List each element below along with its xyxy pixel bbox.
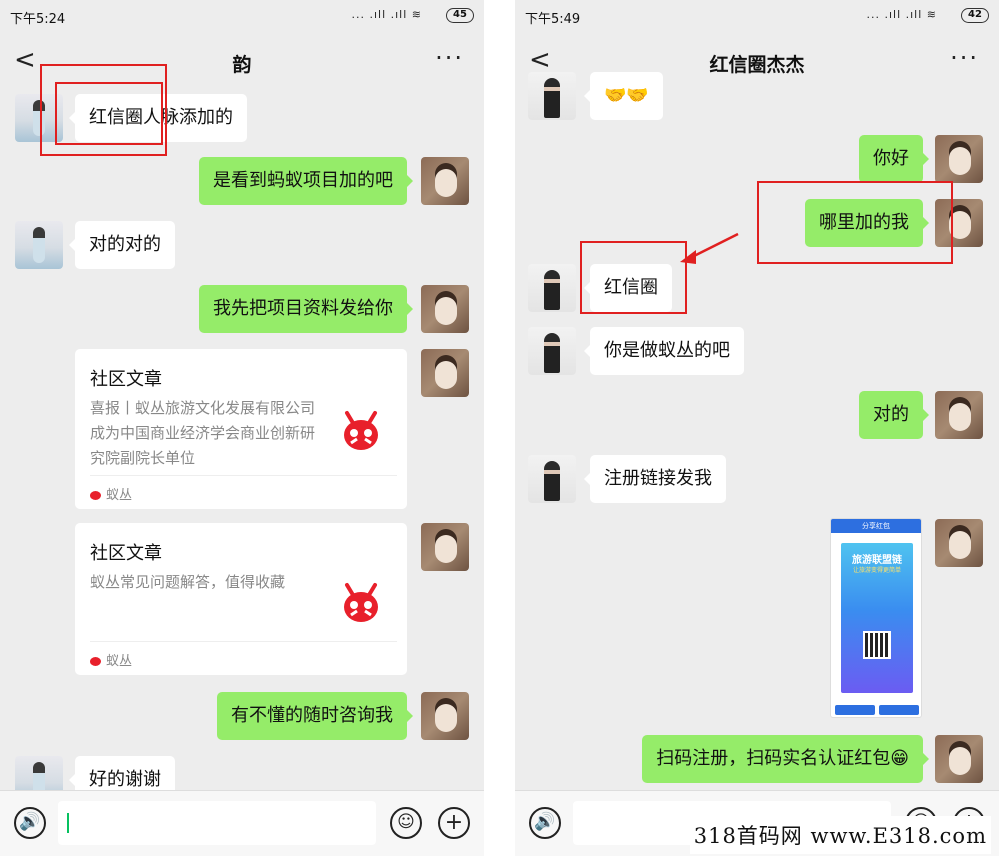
message-bubble-outgoing[interactable]: 我先把项目资料发给你: [199, 285, 413, 333]
source-name: 蚁丛: [106, 488, 133, 503]
my-avatar[interactable]: [935, 135, 983, 183]
message-bubble-outgoing[interactable]: 哪里加的我: [805, 199, 929, 247]
contact-avatar[interactable]: [528, 455, 576, 503]
highlight-box: [757, 181, 953, 264]
article-card-title: 社区文章: [90, 543, 162, 564]
article-card-description: 蚁丛常见问题解答，值得收藏: [90, 573, 286, 591]
back-arrow-icon[interactable]: <: [529, 45, 551, 75]
left-chat-screen: 下午5:24 ... .ıll .ıll ≋ 45 < 韵 ··· 红信圈人脉添…: [0, 0, 484, 856]
message-bubble-outgoing[interactable]: 有不懂的随时咨询我: [217, 692, 413, 740]
my-avatar[interactable]: [421, 692, 469, 740]
poster-button: [879, 705, 919, 715]
my-avatar[interactable]: [935, 519, 983, 567]
highlight-box: [55, 82, 163, 145]
ant-logo-icon: [344, 583, 378, 622]
site-watermark: 318首码网 www.E318.com: [689, 816, 991, 854]
poster-subtitle: 让旅游变得更简单: [852, 567, 901, 574]
red-arrow-icon: [680, 232, 739, 264]
chat-header: < 韵 ···: [0, 32, 484, 90]
poster-button: [835, 705, 875, 715]
back-arrow-icon[interactable]: <: [14, 45, 36, 75]
poster-title: 旅游联盟链: [852, 555, 902, 566]
source-logo-icon: [90, 491, 101, 500]
message-input[interactable]: [58, 801, 376, 845]
my-avatar[interactable]: [935, 735, 983, 783]
highlight-box: [580, 241, 687, 314]
article-card[interactable]: 社区文章 蚁丛常见问题解答，值得收藏 蚁丛: [75, 523, 407, 675]
my-avatar[interactable]: [421, 523, 469, 571]
message-bubble-incoming[interactable]: 红信圈: [584, 264, 672, 312]
my-avatar[interactable]: [935, 391, 983, 439]
status-bar: 下午5:24 ... .ıll .ıll ≋ 45: [0, 0, 484, 32]
card-divider: [90, 641, 397, 642]
ant-logo-icon: [344, 411, 378, 450]
message-bubble-incoming[interactable]: 你是做蚁丛的吧: [584, 327, 744, 375]
card-divider: [90, 475, 397, 476]
article-card-source: 蚁丛: [90, 484, 132, 503]
qr-code-icon: [863, 631, 891, 659]
article-card[interactable]: 社区文章 喜报丨蚁丛旅游文化发展有限公司成为中国商业经济学会商业创新研究院副院长…: [75, 349, 407, 509]
status-time: 下午5:49: [525, 12, 581, 27]
more-options-icon[interactable]: ···: [435, 44, 464, 72]
battery-icon: 45: [446, 8, 474, 23]
emoji-icon[interactable]: ☺: [390, 807, 422, 839]
my-avatar[interactable]: [935, 199, 983, 247]
image-header: 分享红包: [831, 519, 921, 533]
article-card-title: 社区文章: [90, 369, 162, 390]
chat-input-bar: 🔊 ☺ +: [0, 790, 484, 856]
chat-header: < 红信圈杰杰 ···: [515, 32, 999, 90]
image-message[interactable]: 分享红包 旅游联盟链 让旅游变得更简单: [830, 518, 922, 718]
source-name: 蚁丛: [106, 654, 133, 669]
my-avatar[interactable]: [421, 349, 469, 397]
voice-input-icon[interactable]: 🔊: [529, 807, 561, 839]
message-bubble-outgoing[interactable]: 扫码注册，扫码实名认证红包😁: [642, 735, 929, 783]
battery-icon: 42: [961, 8, 989, 23]
more-options-icon[interactable]: ···: [950, 44, 979, 72]
message-bubble-incoming[interactable]: 🤝🤝: [584, 72, 663, 120]
my-avatar[interactable]: [421, 157, 469, 205]
signal-wifi-icon: ... .ıll .ıll ≋: [866, 8, 937, 21]
message-bubble-incoming[interactable]: 注册链接发我: [584, 455, 726, 503]
message-bubble-outgoing[interactable]: 对的: [859, 391, 929, 439]
promo-poster: 旅游联盟链 让旅游变得更简单: [841, 543, 913, 693]
contact-avatar[interactable]: [528, 327, 576, 375]
message-bubble-outgoing[interactable]: 你好: [859, 135, 929, 183]
right-chat-screen: 下午5:49 ... .ıll .ıll ≋ 42 < 红信圈杰杰 ··· 🤝🤝…: [515, 0, 999, 856]
voice-input-icon[interactable]: 🔊: [14, 807, 46, 839]
my-avatar[interactable]: [421, 285, 469, 333]
status-time: 下午5:24: [10, 12, 66, 27]
contact-avatar[interactable]: [528, 264, 576, 312]
message-bubble-incoming[interactable]: 对的对的: [69, 221, 175, 269]
text-caret: [67, 813, 69, 833]
article-card-description: 喜报丨蚁丛旅游文化发展有限公司成为中国商业经济学会商业创新研究院副院长单位: [90, 399, 316, 467]
article-card-source: 蚁丛: [90, 650, 132, 669]
highlight-box: [40, 64, 167, 156]
plus-icon[interactable]: +: [438, 807, 470, 839]
status-bar: 下午5:49 ... .ıll .ıll ≋ 42: [515, 0, 999, 32]
message-bubble-outgoing[interactable]: 是看到蚂蚁项目加的吧: [199, 157, 413, 205]
contact-avatar[interactable]: [15, 221, 63, 269]
chat-title: 韵: [232, 54, 252, 76]
chat-title: 红信圈杰杰: [709, 54, 805, 76]
contact-avatar[interactable]: [528, 72, 576, 120]
source-logo-icon: [90, 657, 101, 666]
signal-wifi-icon: ... .ıll .ıll ≋: [351, 8, 422, 21]
